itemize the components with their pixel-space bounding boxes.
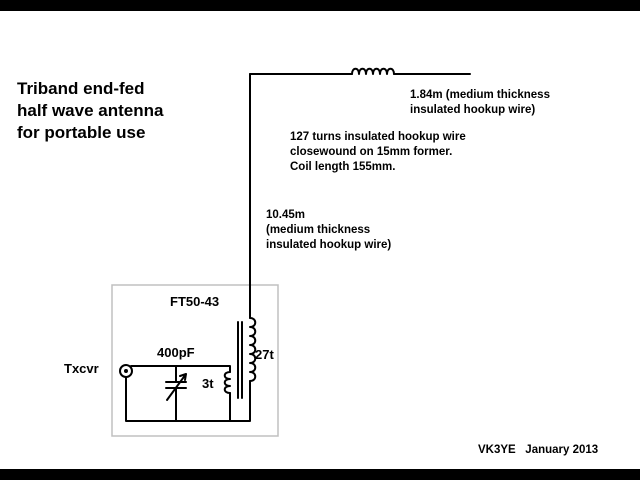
top-wire-label-line-2: insulated hookup wire) bbox=[410, 104, 536, 116]
radio-label: Txcvr bbox=[64, 361, 99, 376]
vertical-wire-label: 10.45m (medium thickness insulated hooku… bbox=[266, 208, 391, 253]
toroid-label: FT50-43 bbox=[170, 294, 220, 309]
vertical-wire-label-line-2: (medium thickness bbox=[266, 224, 371, 236]
primary-winding bbox=[223, 371, 231, 394]
credit-label: VK3YE January 2013 bbox=[478, 444, 599, 456]
title-line-2: half wave antenna bbox=[17, 101, 164, 120]
top-wire-label-line-1: 1.84m (medium thickness bbox=[410, 89, 550, 101]
diagram-title: Triband end-fed half wave antenna for po… bbox=[17, 78, 163, 144]
coil-label-line-1: 127 turns insulated hookup wire bbox=[290, 131, 466, 143]
secondary-turns-label: 27t bbox=[255, 347, 274, 362]
top-wire-label: 1.84m (medium thickness insulated hookup… bbox=[410, 88, 550, 118]
secondary-return bbox=[127, 380, 251, 422]
vertical-wire-label-line-1: 10.45m bbox=[266, 209, 306, 221]
connector-inner bbox=[124, 369, 128, 373]
primary-top-lead bbox=[130, 365, 231, 373]
connector-ground-lead bbox=[125, 376, 129, 422]
coil-label: 127 turns insulated hookup wire closewou… bbox=[290, 130, 466, 175]
coil-label-line-2: closewound on 15mm former. bbox=[290, 146, 453, 158]
primary-turns-label: 3t bbox=[202, 376, 214, 391]
vertical-wire-label-line-3: insulated hookup wire) bbox=[266, 239, 392, 251]
toroid-core bbox=[237, 321, 243, 399]
loading-coil bbox=[351, 67, 395, 75]
title-line-3: for portable use bbox=[17, 123, 146, 142]
page-background bbox=[0, 11, 640, 469]
coil-label-line-3: Coil length 155mm. bbox=[290, 161, 396, 173]
capacitor-label: 400pF bbox=[157, 345, 195, 360]
secondary-winding bbox=[249, 317, 257, 382]
title-line-1: Triband end-fed bbox=[17, 79, 145, 98]
matching-unit-box bbox=[111, 284, 279, 437]
capacitor-arrow bbox=[166, 373, 187, 401]
